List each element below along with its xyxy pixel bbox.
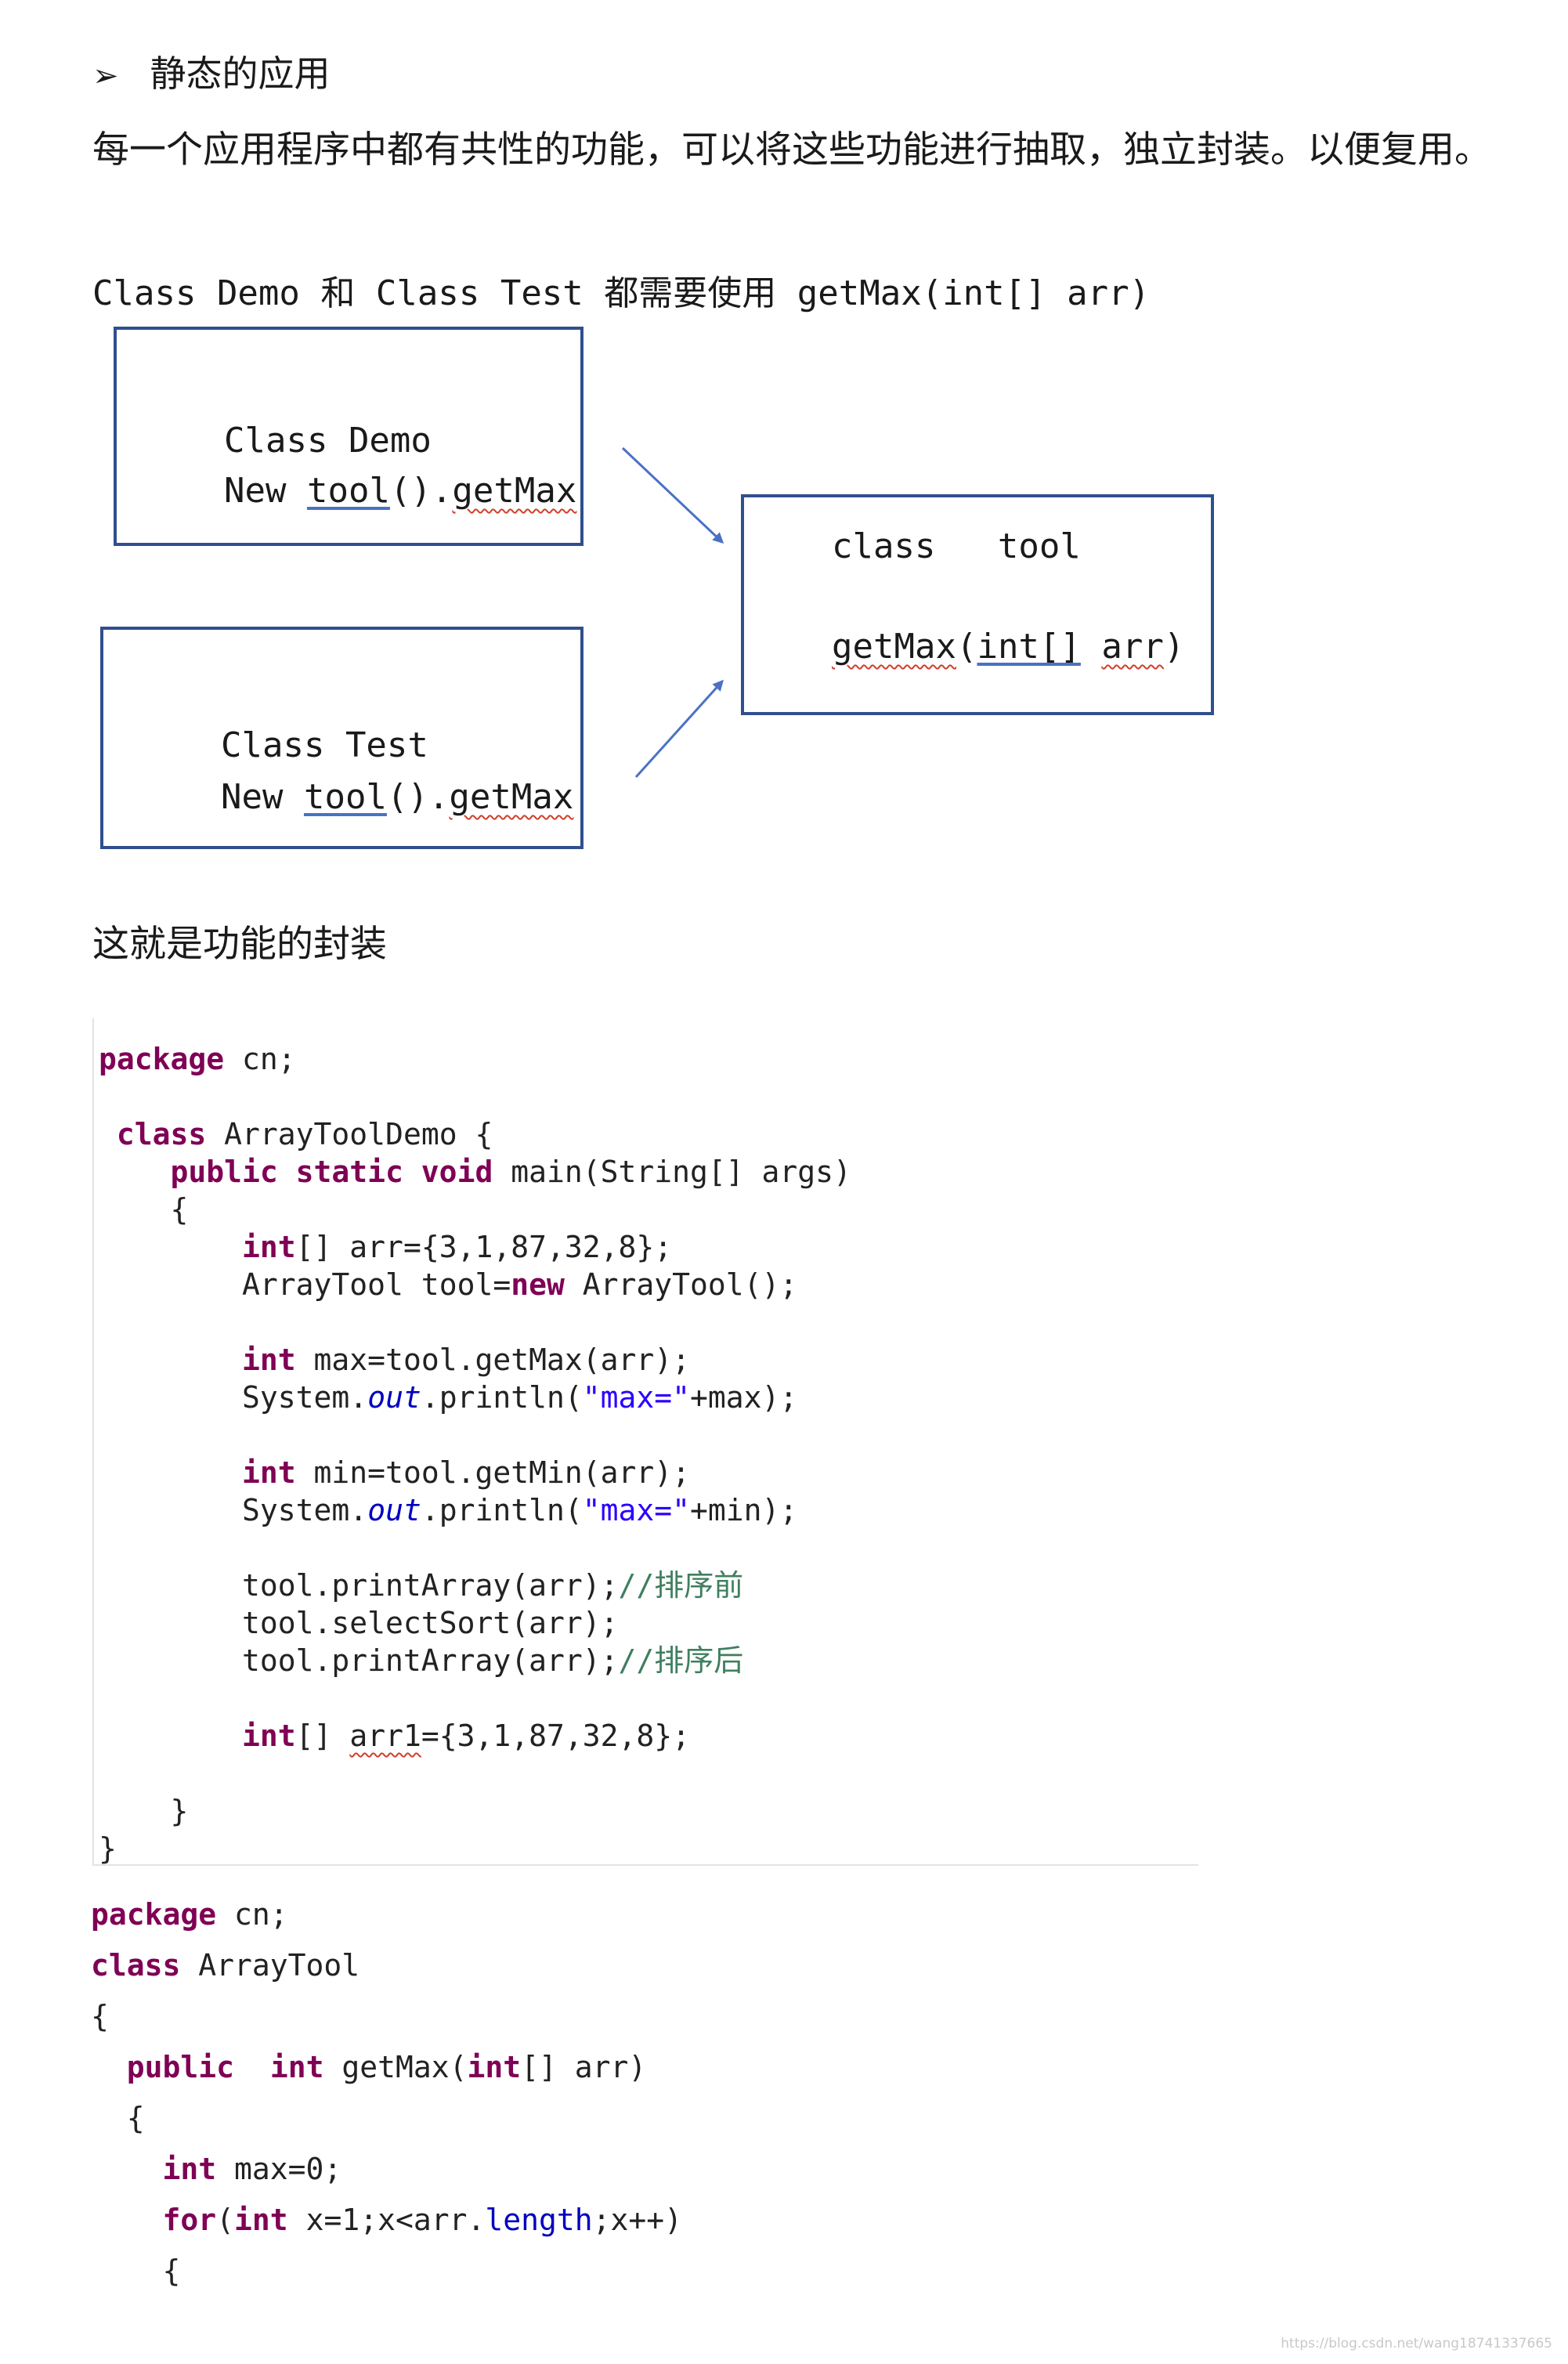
code-line: { [170, 1192, 189, 1227]
watermark: https://blog.csdn.net/wang18741337665 [1281, 2336, 1552, 2351]
encapsulation-text: 这就是功能的封装 [92, 923, 387, 966]
code-block-arraytooldemo: package cn; class ArrayToolDemo { public… [99, 1040, 851, 1867]
bullet-arrow-icon: ➢ [92, 58, 119, 94]
code-line: { [162, 2254, 181, 2288]
code-line: class ArrayToolDemo { [116, 1117, 493, 1151]
code-block-arraytool: package cn; class ArrayTool { public int… [91, 1889, 682, 2297]
class-usage-text: Class Demo 和 Class Test 都需要使用 getMax(int… [92, 273, 1151, 313]
code-line: class ArrayTool [91, 1948, 360, 1983]
code-line: package cn; [91, 1897, 288, 1932]
arrow-demo-to-tool [621, 446, 724, 544]
code-line: ArrayTool tool=new ArrayTool(); [242, 1267, 798, 1302]
class-usage-line: Class Demo 和 Class Test 都需要使用 getMax(int… [92, 265, 1150, 315]
code-line: package cn; [99, 1042, 296, 1076]
arrow-test-to-tool [634, 679, 724, 779]
code-line: } [170, 1794, 189, 1828]
code-screenshot-arraytooldemo [92, 1018, 1198, 1866]
code-line: for(int x=1;x<arr.length;x++) [162, 2203, 683, 2237]
code-line: public int getMax(int[] arr) [126, 2050, 647, 2084]
code-line: { [91, 1999, 109, 2033]
class-test-call: New tool().getMax [221, 777, 574, 817]
code-line: int min=tool.getMin(arr); [242, 1455, 690, 1490]
code-line: int max=0; [162, 2152, 342, 2186]
class-test-box [100, 627, 583, 849]
intro-paragraph: 每一个应用程序中都有共性的功能，可以将这些功能进行抽取，独立封装。以便复用。 [92, 128, 1491, 172]
code-line: public static void main(String[] args) [170, 1155, 851, 1189]
code-line: tool.printArray(arr);//排序前 [242, 1568, 744, 1603]
class-demo-call: New tool().getMax [224, 471, 577, 511]
code-line: int[] arr1={3,1,87,32,8}; [242, 1719, 690, 1753]
section-heading-text: 静态的应用 [150, 52, 331, 95]
code-line: System.out.println("max="+min); [242, 1493, 798, 1527]
code-line: int[] arr={3,1,87,32,8}; [242, 1230, 673, 1264]
class-tool-method: getMax(int[] arr) [832, 627, 1185, 667]
code-line: } [99, 1831, 117, 1866]
code-line: tool.selectSort(arr); [242, 1606, 619, 1640]
code-line: { [126, 2101, 145, 2135]
class-tool-box [741, 494, 1214, 715]
class-demo-title: Class Demo [224, 421, 432, 461]
class-test-title: Class Test [221, 725, 428, 765]
code-line: int max=tool.getMax(arr); [242, 1343, 690, 1377]
section-heading: ➢ 静态的应用 [92, 45, 331, 97]
code-line: System.out.println("max="+max); [242, 1380, 798, 1415]
code-line: tool.printArray(arr);//排序后 [242, 1643, 744, 1678]
class-tool-title: class tool [832, 526, 1081, 566]
class-demo-box [114, 327, 583, 546]
